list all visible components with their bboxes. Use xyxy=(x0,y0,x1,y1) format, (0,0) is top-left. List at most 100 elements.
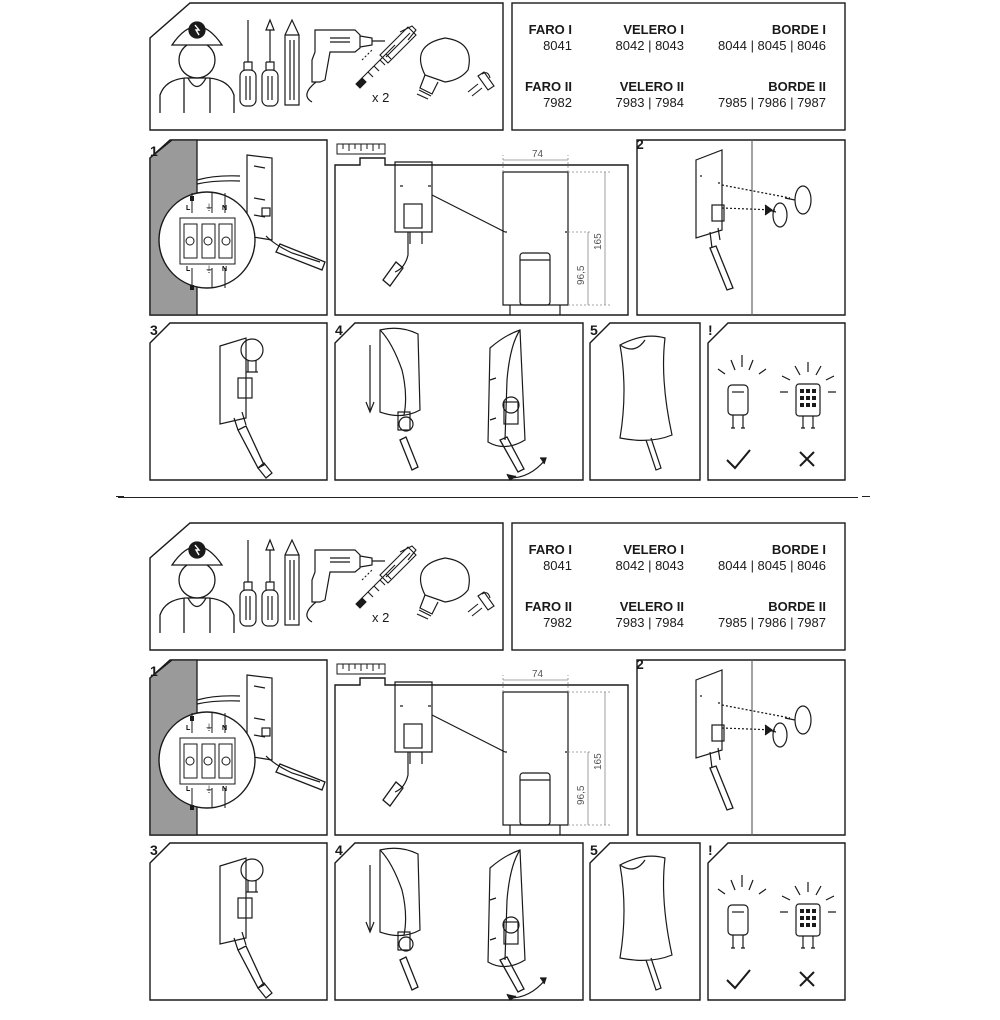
screw-and-plug-icon xyxy=(355,545,417,609)
svg-text:L: L xyxy=(186,205,191,212)
ruler-icon xyxy=(336,663,386,675)
height-dimension: 165 xyxy=(593,233,604,250)
svg-text:L: L xyxy=(186,266,191,273)
step-4-panel xyxy=(334,842,584,1001)
dimension-panel xyxy=(334,677,629,836)
svg-text:⏚: ⏚ xyxy=(205,265,213,274)
lamp-front-view xyxy=(502,171,569,315)
step-number-4: 4 xyxy=(335,842,343,858)
instruction-sheet-top: x 2 xyxy=(0,0,1000,500)
lamp-side-view xyxy=(382,681,506,807)
cut-line-dash-right xyxy=(862,496,870,497)
warning-mark: ! xyxy=(708,842,713,858)
svg-text:⏚: ⏚ xyxy=(205,785,213,794)
dimension-lines xyxy=(502,155,610,306)
led-bulb-bad-icon xyxy=(780,362,836,467)
socket-height-dimension: 96,5 xyxy=(576,785,587,805)
step-5-panel xyxy=(589,322,701,481)
g9-bulb-icon xyxy=(467,591,495,617)
step-2-panel xyxy=(636,139,846,316)
step-5-panel xyxy=(589,842,701,1001)
step-5-finished-lamp xyxy=(619,855,673,991)
bulb-warning-panel xyxy=(707,322,846,481)
step-number-2: 2 xyxy=(636,136,644,152)
pencil-icon xyxy=(284,18,300,106)
svg-text:N: N xyxy=(222,786,227,793)
cut-line xyxy=(118,497,858,498)
step-number-2: 2 xyxy=(636,656,644,672)
tools-box xyxy=(149,2,504,131)
tools-box xyxy=(149,522,504,651)
svg-text:L: L xyxy=(186,786,191,793)
bulb-icon xyxy=(416,37,470,100)
bulb-warning-panel xyxy=(707,842,846,1001)
svg-text:⏚: ⏚ xyxy=(205,203,213,212)
step-5-finished-lamp xyxy=(619,335,673,471)
svg-text:N: N xyxy=(222,266,227,273)
socket-height-dimension: 96,5 xyxy=(576,265,587,285)
step-3-bulb-insertion xyxy=(219,857,273,999)
halogen-bulb-ok-icon xyxy=(717,875,767,990)
step-1-wiring-illustration: L ⏚ N L ⏚ N xyxy=(149,659,326,836)
screw-quantity: x 2 xyxy=(372,610,389,625)
sheet-drawing: x 2 xyxy=(149,2,846,481)
bulb-icon xyxy=(416,557,470,620)
models-box xyxy=(511,2,846,131)
installer-icon xyxy=(159,21,235,113)
step-2-mounting-illustration xyxy=(695,140,812,315)
models-box xyxy=(511,522,846,651)
step-number-3: 3 xyxy=(150,322,158,338)
sheet-drawing: x 2 xyxy=(149,522,846,1001)
step-number-5: 5 xyxy=(590,842,598,858)
ruler-icon xyxy=(336,143,386,155)
step-2-panel xyxy=(636,659,846,836)
step-3-bulb-insertion xyxy=(219,337,273,479)
step-number-4: 4 xyxy=(335,322,343,338)
width-dimension: 74 xyxy=(532,669,544,680)
step-number-1: 1 xyxy=(150,663,158,679)
step-1-wiring-illustration: L ⏚ N L ⏚ N xyxy=(149,139,326,316)
screwdriver-icons xyxy=(239,538,279,627)
lamp-front-view xyxy=(502,691,569,835)
halogen-bulb-ok-icon xyxy=(717,355,767,470)
step-number-1: 1 xyxy=(150,143,158,159)
height-dimension: 165 xyxy=(593,753,604,770)
dimension-lines xyxy=(502,675,610,826)
svg-text:N: N xyxy=(222,725,227,732)
svg-text:N: N xyxy=(222,205,227,212)
step-4-shade-fitting xyxy=(365,847,547,1001)
step-2-mounting-illustration xyxy=(695,660,812,835)
led-bulb-bad-icon xyxy=(780,882,836,987)
instruction-sheet-bottom: x 2 xyxy=(0,520,1000,1020)
svg-text:L: L xyxy=(186,725,191,732)
g9-bulb-icon xyxy=(467,71,495,97)
pencil-icon xyxy=(284,538,300,626)
step-3-panel xyxy=(149,842,328,1001)
cut-line-dash-left xyxy=(116,496,124,497)
dimension-panel xyxy=(334,157,629,316)
screw-quantity: x 2 xyxy=(372,90,389,105)
drill-icon xyxy=(306,549,385,623)
step-number-3: 3 xyxy=(150,842,158,858)
screwdriver-icons xyxy=(239,18,279,107)
step-3-panel xyxy=(149,322,328,481)
warning-mark: ! xyxy=(708,322,713,338)
screw-and-plug-icon xyxy=(355,25,417,89)
step-4-panel xyxy=(334,322,584,481)
